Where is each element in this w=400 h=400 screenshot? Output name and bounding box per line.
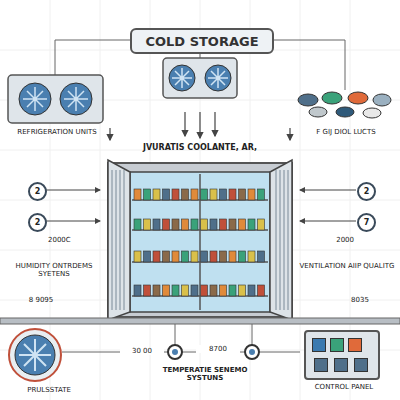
label-text: 2000C <box>48 236 94 244</box>
label-text: VENTILATION AIIP QUALITG <box>298 262 396 270</box>
panel-button <box>314 358 328 372</box>
panel-button <box>354 358 368 372</box>
panel-box <box>304 330 380 380</box>
callout-circle: 2 <box>357 182 376 201</box>
callout-number: 2 <box>364 187 370 196</box>
label-text: HUMIDITY ONTRDEMS SYETENS <box>4 262 104 278</box>
panel-button <box>348 338 362 352</box>
control-panel: CONTROL PANEL <box>296 330 392 391</box>
label-text: REFRIGERATION UNITS <box>4 128 110 136</box>
label-text: PRULSSTATE <box>4 386 94 394</box>
label-text: TEMPERATIE SENEMO SYSTUNS <box>150 366 260 382</box>
title-box: COLD STORAGE <box>130 28 274 54</box>
label-text: 8700 <box>196 345 240 353</box>
callout-number: 2 <box>35 218 41 227</box>
label-text: 2000 <box>310 236 354 244</box>
panel-label: CONTROL PANEL <box>296 383 392 391</box>
label-text: F GIJ DIOL LUCTS <box>294 128 398 136</box>
callout-number: 7 <box>364 218 370 227</box>
label-text: JVURATIS COOLANTE, AR, <box>118 143 282 152</box>
callout-circle: 2 <box>28 182 47 201</box>
panel-button <box>330 338 344 352</box>
label-text: 8 9095 <box>6 296 76 304</box>
callout-circle: 2 <box>28 213 47 232</box>
callout-number: 2 <box>35 187 41 196</box>
label-text: 30 00 <box>120 347 164 355</box>
panel-button <box>312 338 326 352</box>
label-text: 8035 <box>330 296 390 304</box>
panel-button <box>334 358 348 372</box>
callout-circle: 7 <box>357 213 376 232</box>
